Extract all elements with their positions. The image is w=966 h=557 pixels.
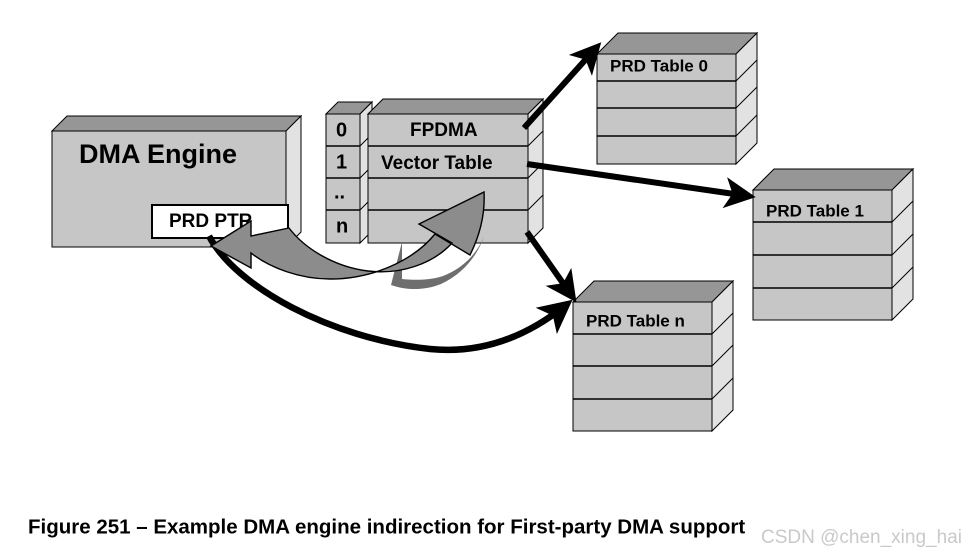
block-arrow-shape [209,190,485,280]
index-label-0: 0 [336,119,347,141]
figure-caption: Figure 251 – Example DMA engine indirect… [28,515,745,538]
prd-table-1-row-divider [891,200,914,223]
prd-table-0: PRD Table 0 [595,31,759,166]
prd-table-0-top-face [595,32,759,55]
prd-table-1-top-face [751,168,915,191]
index-label-n: n [336,215,348,237]
prd-table-n-label: PRD Table n [586,311,685,330]
dma-engine-box: DMA Engine PRD PTR [50,114,303,249]
vector-table-row-divider [527,130,544,147]
arrow-vector-table-to-prd-table-n [524,230,577,303]
prd-table-0-row-divider [735,59,758,82]
arrow-vector-table-to-prd-table-0 [521,42,602,131]
prd-table-0-front-face [596,53,737,165]
index-label-dots: .. [334,181,345,203]
prd-table-0-row-divider [735,86,758,109]
prd-table-n-row-divider [711,344,734,367]
fpdma-vector-table: FPDMA Vector Table [366,97,545,245]
arrow-prd-ptr-to-prd-table-n [206,234,573,354]
dma-engine-top-face [50,115,303,132]
prd-table-1: PRD Table 1 [751,167,915,322]
prd-table-0-label: PRD Table 0 [610,56,708,75]
prd-table-1-label: PRD Table 1 [766,201,864,220]
prd-table-0-side-face [735,31,758,166]
block-arrow-vector-table-to-prd-ptr [209,190,485,290]
vector-table-index-column: 0 1 .. n [324,100,374,245]
vector-table-title-line1: FPDMA [410,120,478,141]
prd-table-n: PRD Table n [571,279,735,433]
prd-table-0-row-divider [735,114,758,137]
dma-engine-label: DMA Engine [79,139,237,169]
prd-table-n-top-face [571,280,735,303]
vector-table-row-divider [527,194,544,211]
arrow-vector-table-to-prd-table-1 [526,161,756,209]
prd-table-n-row-divider [711,377,734,400]
prd-table-1-row-divider [891,266,914,289]
prd-table-1-row-divider [891,233,914,256]
watermark-label: CSDN @chen_xing_hai [761,527,962,548]
vector-table-title-line2: Vector Table [381,153,493,174]
prd-table-n-row-divider [711,312,734,335]
prd-ptr-label: PRD PTR [169,211,253,232]
index-label-1: 1 [336,151,347,173]
block-arrow-body-dark [391,236,484,290]
vector-table-top-face [366,98,545,115]
